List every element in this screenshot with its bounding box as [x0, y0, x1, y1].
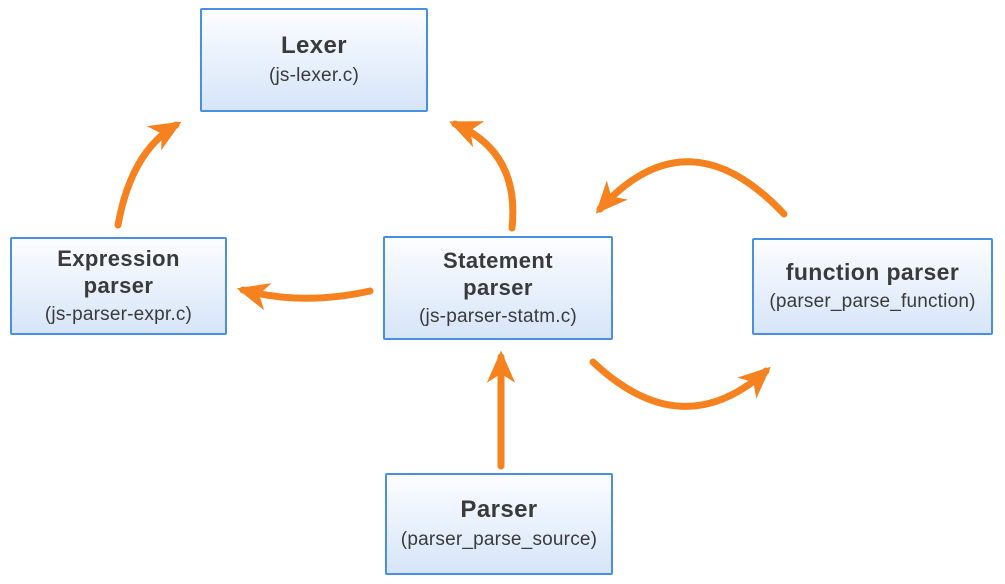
arrow-statement-parser-to-function-parser — [589, 358, 771, 410]
node-function-parser-title: function parser — [785, 259, 960, 286]
node-expression-parser-title: Expression parser — [57, 245, 180, 299]
node-statement-parser-title: Statement parser — [443, 247, 553, 301]
node-lexer-title: Lexer — [280, 32, 348, 60]
arrow-function-parser-to-statement-parser — [595, 158, 788, 218]
arrow-statement-parser-to-expression-parser — [236, 283, 374, 311]
node-function-parser: function parser (parser_parse_function) — [752, 238, 993, 335]
node-lexer: Lexer (js-lexer.c) — [200, 8, 428, 112]
node-statement-parser: Statement parser (js-parser-statm.c) — [383, 236, 613, 340]
node-parser-title: Parser — [460, 496, 538, 524]
node-expression-parser: Expression parser (js-parser-expr.c) — [10, 237, 227, 335]
node-parser-subtitle: (parser_parse_source) — [400, 529, 598, 551]
node-parser: Parser (parser_parse_source) — [385, 473, 613, 575]
node-lexer-subtitle: (js-lexer.c) — [268, 65, 359, 87]
arrow-expression-parser-to-lexer — [114, 121, 182, 229]
arrow-statement-parser-to-lexer — [449, 120, 517, 232]
node-expression-parser-subtitle: (js-parser-expr.c) — [44, 303, 193, 325]
node-statement-parser-subtitle: (js-parser-statm.c) — [419, 305, 577, 327]
node-function-parser-subtitle: (parser_parse_function) — [769, 291, 976, 313]
